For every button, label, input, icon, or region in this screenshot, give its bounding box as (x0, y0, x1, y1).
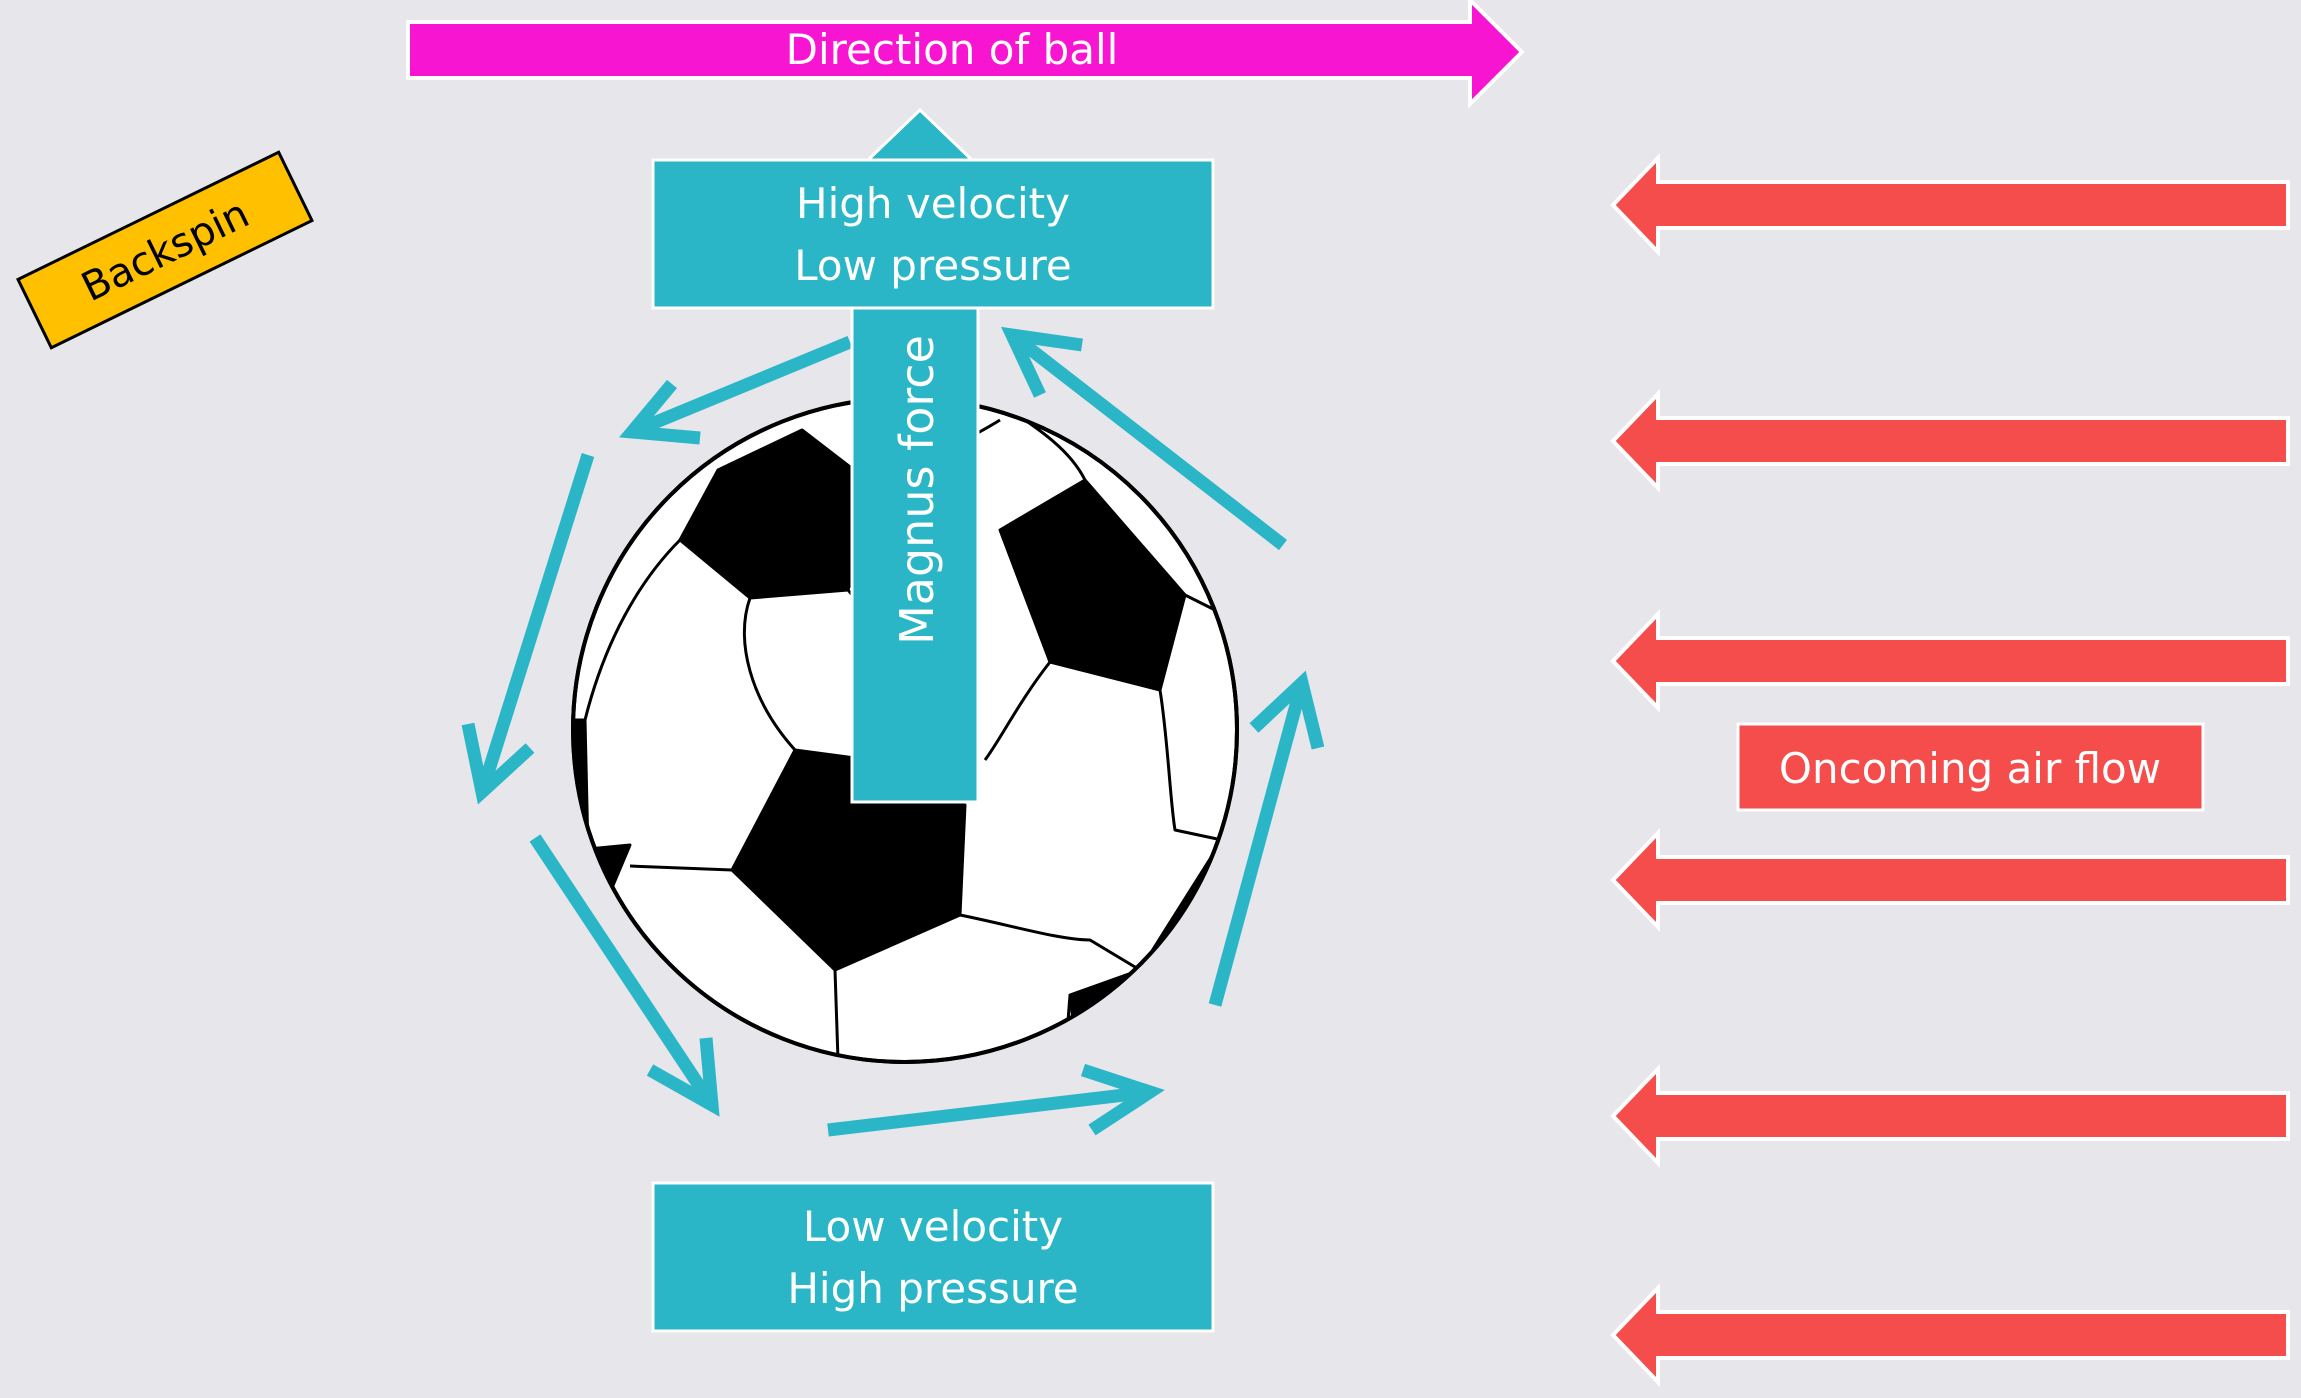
left-arrow-icon (1610, 153, 2290, 257)
direction-arrow: Direction of ball (406, 0, 1525, 109)
bottom-pressure-box: Low velocity High pressure (651, 1181, 1215, 1333)
bottom-pressure-label: High pressure (787, 1264, 1078, 1313)
airflow-arrows (1610, 153, 2290, 1387)
curved-arrow-icon (461, 453, 595, 805)
left-arrow-icon (1610, 609, 2290, 713)
curved-arrow-icon (1001, 326, 1287, 551)
top-pressure-box: High velocity Low pressure (651, 107, 1215, 310)
airflow-label-box: Oncoming air flow (1736, 722, 2205, 812)
direction-label: Direction of ball (786, 25, 1119, 74)
magnus-force-bar: Magnus force (850, 306, 980, 804)
up-arrow-head (864, 107, 976, 162)
backspin-label-box: Backspin (16, 150, 314, 350)
magnus-force-label: Magnus force (890, 335, 944, 645)
left-arrow-icon (1610, 828, 2290, 932)
curved-arrow-icon (529, 834, 720, 1117)
airflow-label: Oncoming air flow (1779, 744, 2161, 793)
left-arrow-icon (1610, 389, 2290, 493)
bottom-velocity-label: Low velocity (803, 1202, 1063, 1251)
top-pressure-label: Low pressure (794, 241, 1071, 290)
spin-arrows (461, 326, 1325, 1137)
curved-arrow-icon (827, 1063, 1165, 1137)
curved-arrow-icon (619, 335, 853, 445)
top-velocity-label: High velocity (796, 179, 1070, 228)
right-arrow-icon (406, 0, 1525, 109)
left-arrow-icon (1610, 1283, 2290, 1387)
left-arrow-icon (1610, 1064, 2290, 1168)
curved-arrow-icon (1208, 670, 1325, 1007)
